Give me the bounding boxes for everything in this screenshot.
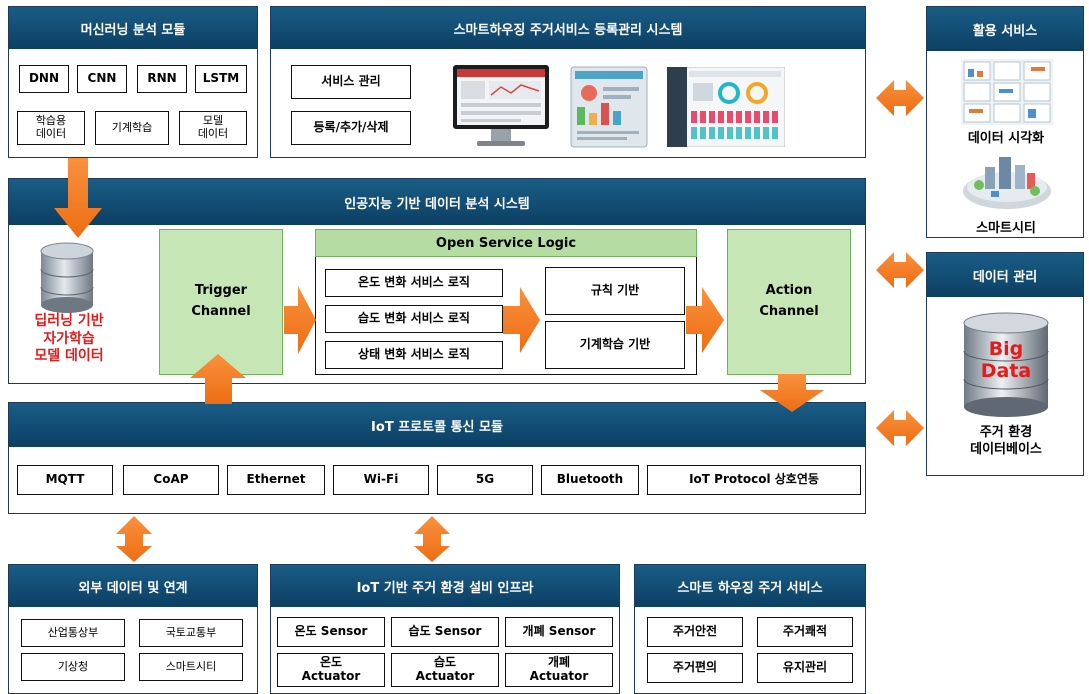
ai-system-title: 인공지능 기반 데이터 분석 시스템 [9, 179, 865, 225]
humidity-actuator: 습도 Actuator [391, 653, 499, 687]
ml-based-box: 기계학습 기반 [545, 321, 685, 369]
logic-temperature: 온도 변화 서비스 로직 [325, 269, 503, 297]
smart-service-panel: 스마트 하우징 주거 서비스 주거안전 주거쾌적 주거편의 유지관리 [634, 564, 866, 694]
arrow-datamgmt-bidirectional [876, 252, 924, 288]
service-maintenance: 유지관리 [757, 653, 853, 683]
ml-training-data: 학습용 데이터 [17, 111, 85, 145]
protocol-5g: 5G [437, 465, 533, 495]
protocol-mqtt: MQTT [17, 465, 113, 495]
humidity-sensor: 습도 Sensor [391, 617, 499, 647]
external-panel: 외부 데이터 및 연계 산업통상부 국토교통부 기상청 스마트시티 [8, 564, 258, 694]
ext-smart-city: 스마트시티 [139, 653, 243, 681]
iot-protocol-panel: IoT 프로토콜 통신 모듈 MQTT CoAP Ethernet Wi-Fi … [8, 402, 866, 514]
door-sensor: 개폐 Sensor [505, 617, 613, 647]
arrow-external-bidirectional [116, 516, 152, 562]
protocol-interop: IoT Protocol 상호연동 [647, 465, 861, 495]
arrow-infra-bidirectional [414, 516, 450, 562]
utilization-title: 활용 서비스 [927, 7, 1083, 51]
ml-lstm: LSTM [195, 65, 247, 93]
protocol-wifi: Wi-Fi [333, 465, 429, 495]
protocol-ethernet: Ethernet [227, 465, 325, 495]
data-mgmt-title: 데이터 관리 [927, 253, 1083, 297]
big-data-label: Big Data [980, 338, 1032, 382]
service-convenience: 주거편의 [647, 653, 743, 683]
smart-housing-panel: 스마트하우징 주거서비스 등록관리 시스템 서비스 관리 등록/추가/삭제 [270, 6, 866, 158]
ml-module-title: 머신러닝 분석 모듈 [9, 7, 257, 49]
ext-kma: 기상청 [21, 653, 125, 681]
temp-actuator: 온도 Actuator [277, 653, 385, 687]
arrow-utilization-bidirectional [876, 80, 924, 116]
external-title: 외부 데이터 및 연계 [9, 565, 257, 607]
smart-city-image [963, 157, 1051, 209]
ml-rnn: RNN [137, 65, 187, 93]
iot-protocol-title: IoT 프로토콜 통신 모듈 [9, 403, 865, 447]
ml-model-data: 모델 데이터 [179, 111, 247, 145]
visualization-caption: 데이터 시각화 [967, 131, 1045, 146]
osl-title: Open Service Logic [315, 229, 697, 257]
logic-state: 상태 변화 서비스 로직 [325, 341, 503, 369]
service-mgmt-box: 서비스 관리 [291, 65, 411, 99]
protocol-coap: CoAP [123, 465, 219, 495]
utilization-panel: 활용 서비스 데이터 시각화 스마트시티 [926, 6, 1084, 238]
rule-based-box: 규칙 기반 [545, 267, 685, 315]
smart-city-caption: 스마트시티 [976, 221, 1036, 236]
tablet-dashboard-image [570, 66, 648, 148]
action-channel: Action Channel [727, 229, 851, 375]
dl-model-label: 딥러닝 기반 자가학습 모델 데이터 [34, 313, 104, 364]
iot-infra-panel: IoT 기반 주거 환경 설비 인프라 온도 Sensor 습도 Sensor … [270, 564, 620, 694]
temp-sensor: 온도 Sensor [277, 617, 385, 647]
big-data-cylinder-icon [963, 312, 1049, 417]
ml-machine-learning: 기계학습 [95, 111, 169, 145]
ext-molit: 국토교통부 [139, 619, 243, 647]
protocol-bluetooth: Bluetooth [541, 465, 639, 495]
register-box: 등록/추가/삭제 [291, 111, 411, 145]
data-mgmt-caption: 주거 환경 데이터베이스 [970, 425, 1042, 457]
smart-housing-title: 스마트하우징 주거서비스 등록관리 시스템 [271, 7, 865, 49]
ext-motie: 산업통상부 [21, 619, 125, 647]
arrow-bigdata-bidirectional [876, 410, 924, 446]
analytics-dashboard-image [667, 67, 785, 147]
ml-module-panel: 머신러닝 분석 모듈 DNN CNN RNN LSTM 학습용 데이터 기계학습… [8, 6, 258, 158]
ml-cnn: CNN [77, 65, 127, 93]
database-icon [40, 242, 94, 313]
service-comfort: 주거쾌적 [757, 617, 853, 647]
visualization-image [961, 59, 1053, 125]
ai-system-panel: 인공지능 기반 데이터 분석 시스템 딥러닝 기반 자가학습 모델 데이터 Tr… [8, 178, 866, 384]
door-actuator: 개폐 Actuator [505, 653, 613, 687]
ml-dnn: DNN [19, 65, 69, 93]
monitor-dashboard-image [453, 65, 549, 146]
smart-service-title: 스마트 하우징 주거 서비스 [635, 565, 865, 607]
service-safety: 주거안전 [647, 617, 743, 647]
logic-humidity: 습도 변화 서비스 로직 [325, 305, 503, 333]
trigger-channel: Trigger Channel [159, 229, 283, 375]
data-mgmt-panel: 데이터 관리 Big Data 주거 환경 데이터베이스 [926, 252, 1084, 476]
iot-infra-title: IoT 기반 주거 환경 설비 인프라 [271, 565, 619, 607]
